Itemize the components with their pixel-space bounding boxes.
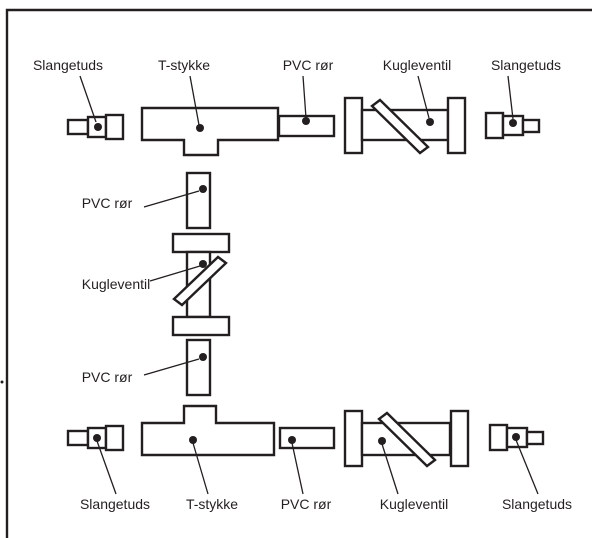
diagram-frame (5, 8, 592, 538)
bottom-kugleventil (343, 409, 470, 468)
label-top-slangetuds-left: Slangetuds (33, 57, 103, 73)
bottom-slangetuds-left (66, 424, 125, 452)
label-bottom-slangetuds-left: Slangetuds (80, 496, 150, 512)
top-t-stykke (140, 106, 280, 157)
middle-pvc-ror-upper (185, 171, 212, 230)
label-bottom-kugleventil: Kugleventil (380, 496, 449, 512)
label-bottom-pvc-ror: PVC rør (281, 496, 332, 512)
middle-pvc-ror-lower (185, 338, 212, 397)
label-middle-kugleventil: Kugleventil (82, 276, 151, 292)
middle-kugleventil (171, 232, 231, 337)
top-slangetuds-left (66, 113, 125, 141)
margin-dot (0, 380, 4, 384)
label-top-pvc-ror: PVC rør (283, 57, 334, 73)
top-pvc-ror (277, 114, 336, 138)
label-bottom-t-stykke: T-stykke (186, 496, 238, 512)
bottom-pvc-ror (278, 426, 336, 450)
top-slangetuds-right (484, 111, 541, 140)
bottom-slangetuds-right (488, 423, 545, 452)
top-kugleventil (343, 96, 467, 155)
label-bottom-slangetuds-right: Slangetuds (502, 496, 572, 512)
label-top-slangetuds-right: Slangetuds (491, 57, 561, 73)
label-top-kugleventil: Kugleventil (383, 57, 452, 73)
bottom-t-stykke (140, 404, 276, 457)
label-top-t-stykke: T-stykke (158, 57, 210, 73)
label-middle-pvc-ror-upper: PVC rør (82, 195, 133, 211)
label-middle-pvc-ror-lower: PVC rør (82, 369, 133, 385)
